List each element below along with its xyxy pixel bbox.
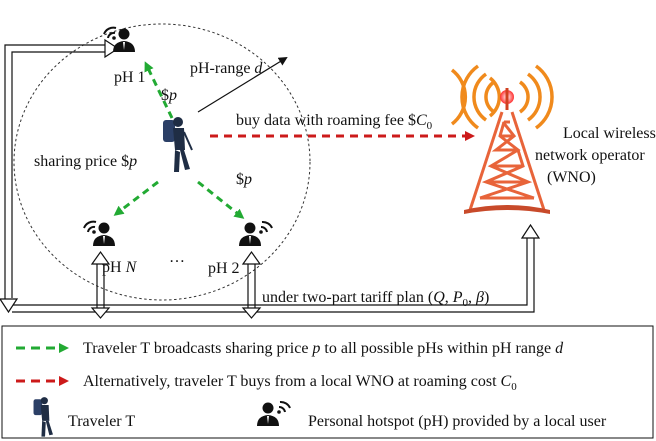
sharing-price-label: sharing price $p [34,153,137,170]
ph-range-radius-arrow [197,56,288,113]
tariff-label: under two-part tariff plan (Q, P0, β) [262,289,489,309]
hotspot-user-icon-ph2 [239,220,273,246]
arrow-to-ph2 [197,180,245,219]
arrow-to-phN [113,180,159,216]
wno-label-line3: (WNO) [547,169,596,186]
ph-n-link-arrow [90,250,111,319]
traveler-legend-icon [33,397,53,437]
legend-item-roaming: Alternatively, traveler T buys from a lo… [16,373,517,393]
legend-item-broadcast: Traveler T broadcasts sharing price p to… [16,340,564,357]
price-label-top: $p [161,87,177,104]
ph-range-label: pH-range d [190,60,263,77]
wno-tower-icon [450,64,554,214]
ph1-label: pH 1 [114,69,146,86]
ph-range-circle [13,23,311,301]
hotspot-legend-icon [257,400,291,426]
phN-label: pH N [102,259,138,276]
legend-box [1,325,654,439]
roaming-fee-label: buy data with roaming fee $C0 [236,112,433,132]
arrow-to-ph1 [144,61,174,119]
svg-text:Alternatively, traveler T buys: Alternatively, traveler T buys from a lo… [83,373,517,393]
svg-text:Personal hotspot (pH) provided: Personal hotspot (pH) provided by a loca… [308,413,607,430]
ellipsis: … [169,249,185,266]
connector-left-loop [0,38,541,314]
traveler-icon [163,117,193,172]
price-label-right: $p [236,171,252,188]
ph2-label: pH 2 [208,260,240,277]
svg-text:Traveler T: Traveler T [68,413,135,430]
hotspot-user-icon-ph1 [103,26,135,52]
ph-2-link-arrow [241,250,262,319]
legend-item-hotspot: Personal hotspot (pH) provided by a loca… [257,400,607,430]
svg-text:Traveler T broadcasts sharing: Traveler T broadcasts sharing price p to… [83,340,564,357]
hotspot-user-icon-phN [83,220,115,246]
wno-label-line1: Local wireless [563,125,656,142]
wno-label-line2: network operator [535,147,645,164]
legend-item-traveler: Traveler T [33,397,135,437]
